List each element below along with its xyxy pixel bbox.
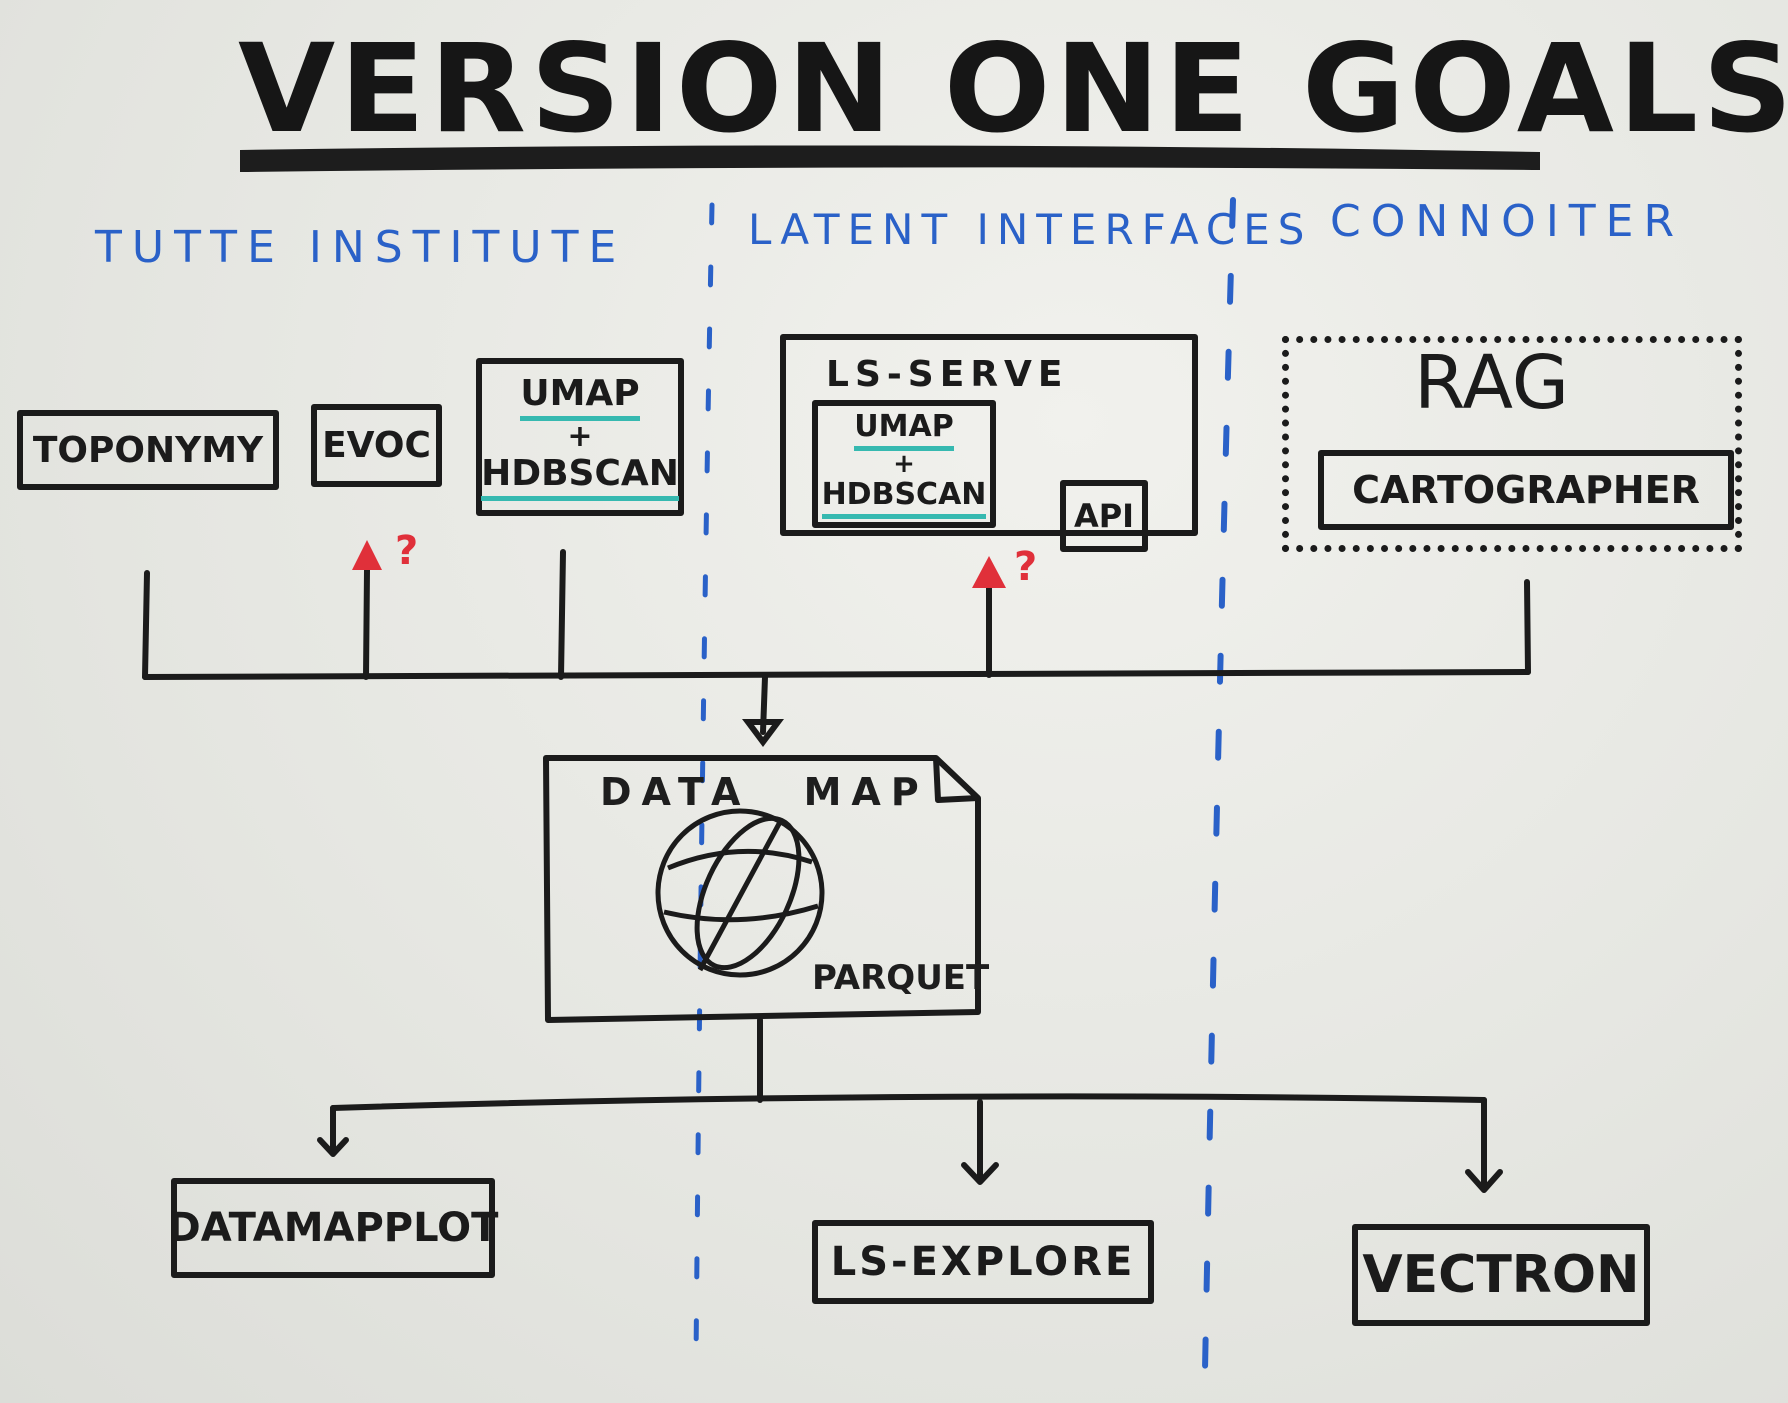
datamapplot-box: DATAMAPPLOT <box>168 1178 498 1278</box>
data-map-document <box>543 755 981 1023</box>
drop-evoc <box>363 567 370 680</box>
divider-right <box>1202 197 1236 1373</box>
arrow-ls-explore <box>961 1162 999 1185</box>
evoc-box: EVOC <box>311 404 442 487</box>
ls-serve-box: LS-SERVE UMAP + HDBSCAN API <box>780 334 1198 552</box>
org-label-tutte-institute: TUTTE INSTITUTE <box>95 222 627 273</box>
evoc-label: EVOC <box>322 425 431 466</box>
globe-icon <box>655 808 825 978</box>
ls-serve-plus-label: + <box>893 449 915 479</box>
plus-label: + <box>567 419 593 454</box>
toponymy-box: TOPONYMY <box>17 410 279 490</box>
rag-dotted-box <box>1282 336 1742 552</box>
ls-serve-label: LS-SERVE <box>826 354 1069 395</box>
red-arrow-evoc <box>352 540 382 570</box>
ls-explore-box: LS-EXPLORE <box>812 1220 1154 1304</box>
vectron-box: VECTRON <box>1352 1224 1650 1326</box>
bus-line-top <box>142 669 1531 680</box>
ls-explore-label: LS-EXPLORE <box>830 1239 1136 1285</box>
cartographer-box: CARTOGRAPHER <box>1318 450 1734 530</box>
api-label: API <box>1073 497 1135 535</box>
umap-hdbscan-box: UMAP + HDBSCAN <box>476 358 684 516</box>
arrow-datamapplot <box>317 1137 349 1157</box>
toponymy-label: TOPONYMY <box>32 429 264 471</box>
drop-rag <box>1524 579 1531 675</box>
datamapplot-label: DATAMAPPLOT <box>167 1205 499 1251</box>
red-arrow-ls-serve <box>972 556 1006 588</box>
data-map-label: DATA MAP <box>600 770 929 814</box>
ls-serve-hdbscan-label: HDBSCAN <box>821 477 987 519</box>
rag-label: RAG <box>1414 340 1570 426</box>
ls-serve-api-box: API <box>1060 480 1148 552</box>
vectron-label: VECTRON <box>1362 1245 1640 1305</box>
title-underline <box>240 145 1540 172</box>
parquet-label: PARQUET <box>812 958 990 998</box>
hdbscan-label: HDBSCAN <box>481 453 679 501</box>
org-label-latent-interfaces: LATENT INTERFACES <box>748 205 1313 254</box>
umap-label: UMAP <box>520 373 640 421</box>
org-label-connoiter: CONNOITER <box>1330 196 1685 247</box>
drop-umap <box>558 549 566 680</box>
arrow-vectron <box>1465 1169 1503 1193</box>
cartographer-label: CARTOGRAPHER <box>1352 468 1700 512</box>
drop-toponymy <box>142 570 150 680</box>
arrow-to-datamap <box>742 719 784 747</box>
page-title: VERSION ONE GOALS <box>238 18 1788 160</box>
bus-line-bottom <box>330 1093 1487 1111</box>
question-mark-evoc: ? <box>395 528 419 574</box>
ls-serve-umap-label: UMAP <box>854 409 954 451</box>
data-map-fold <box>933 757 979 803</box>
ls-serve-umap-hdbscan-box: UMAP + HDBSCAN <box>812 400 996 528</box>
question-mark-ls-serve: ? <box>1014 544 1038 590</box>
